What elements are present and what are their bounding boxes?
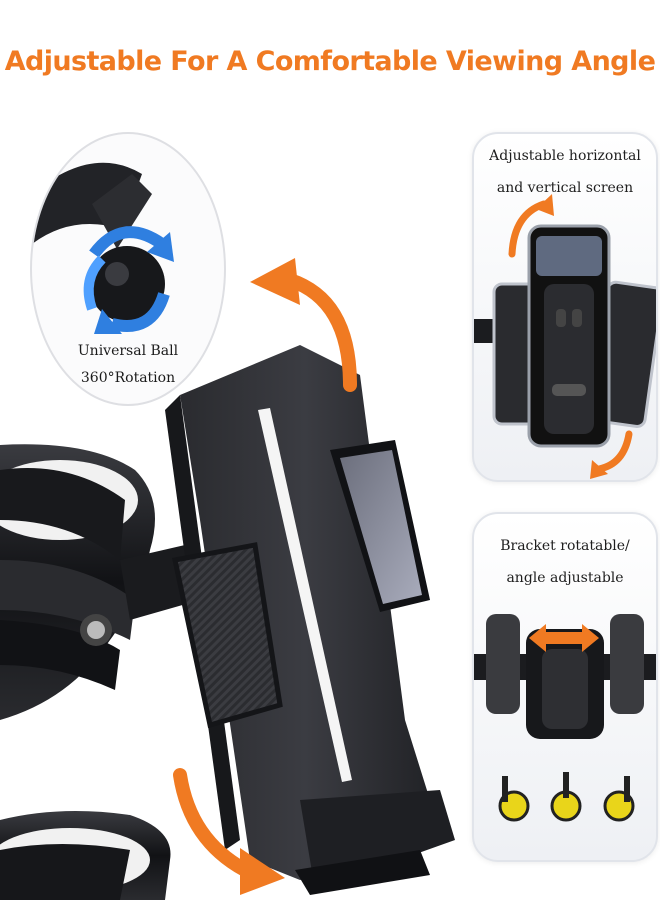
headline: Adjustable For A Comfortable Viewing Ang…: [4, 46, 656, 77]
bracket-illustration: [474, 614, 656, 822]
ball-joint-illustration: [32, 162, 174, 334]
ball-feature-line1: Universal Ball: [77, 343, 179, 359]
curved-arrow-icon: [173, 258, 357, 895]
phone-holder: [165, 345, 455, 895]
rotate-feature-line1: Adjustable horizontal: [489, 148, 641, 164]
clamp-ring-top: [0, 444, 155, 720]
rotate-screen-panel: Adjustable horizontal and vertical scree…: [472, 132, 658, 482]
rotate-screen-illustration: [474, 194, 656, 479]
bracket-panel: Bracket rotatable/ angle adjustable: [472, 512, 658, 862]
ball-feature-line2: 360°Rotation: [80, 370, 176, 386]
clamp-ring-bottom: [0, 811, 171, 900]
rotate-arrow-icon: [83, 226, 174, 334]
ball-joint-callout: Universal Ball 360°Rotation: [30, 132, 226, 406]
bracket-feature-line2: angle adjustable: [506, 570, 624, 586]
rotate-feature-line2: and vertical screen: [496, 180, 634, 196]
curved-arrow-icon: [508, 194, 633, 479]
fan-icon: [498, 772, 635, 822]
bracket-feature-line1: Bracket rotatable/: [500, 538, 630, 554]
double-arrow-icon: [529, 624, 599, 652]
